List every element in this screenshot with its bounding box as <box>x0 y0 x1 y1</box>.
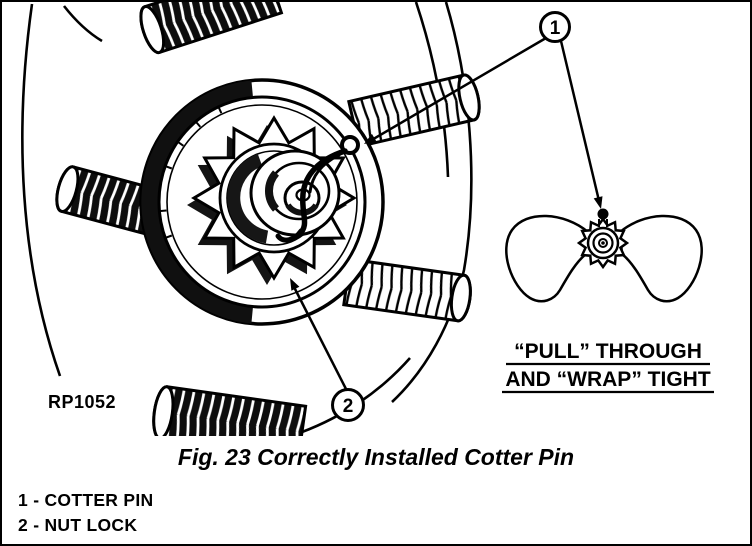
stud-end-cap <box>55 165 80 213</box>
stud-end-cap <box>139 5 166 55</box>
pin-wrap-note: “PULL” THROUGH AND “WRAP” TIGHT <box>502 340 714 394</box>
callout-1: 1 <box>364 11 603 209</box>
arrowhead-to-cotter-pin <box>364 133 377 144</box>
legend-item-cotter-pin: 1 - COTTER PIN <box>18 490 154 510</box>
stud-end-cap <box>449 273 472 323</box>
figure-legend: 1 - COTTER PIN 2 - NUT LOCK <box>18 488 153 538</box>
part-code-label: RP1052 <box>48 392 116 412</box>
note-line-2: AND “WRAP” TIGHT <box>505 368 710 391</box>
flange-hatching <box>159 106 223 239</box>
callout-1-number: 1 <box>550 18 561 39</box>
callout-2-circle <box>331 388 365 422</box>
nut-lock-inner-shadow <box>227 153 269 244</box>
note-line-1: “PULL” THROUGH <box>514 340 702 363</box>
wheel-arc-left <box>21 3 62 377</box>
callout-1-circle <box>539 11 571 43</box>
hub-illustration: 1 2 RP1052 “PULL” THROUGH AND “WRAP” TIG… <box>21 2 714 436</box>
detail-pin-head <box>597 208 609 220</box>
pin-wrap-detail <box>505 208 703 303</box>
cotter-pin-hook <box>275 228 304 243</box>
wheel-arc-top-left <box>62 5 103 43</box>
flange-shadow-crescent <box>141 80 254 324</box>
wheel-stud-top-right <box>347 73 481 149</box>
pin-wing-left <box>505 214 590 303</box>
stud-end-cap <box>152 385 175 436</box>
pin-wing-right <box>618 214 703 303</box>
arrowhead-to-nut-lock <box>290 278 300 291</box>
figure-caption: Fig. 23 Correctly Installed Cotter Pin <box>177 444 575 470</box>
wheel-stud-bottom-edge <box>152 385 308 436</box>
cotter-pin <box>275 135 360 243</box>
callout-2: 2 <box>290 278 365 422</box>
legend-item-nut-lock: 2 - NUT LOCK <box>18 515 138 535</box>
wheel-arc-right-outer <box>391 2 473 403</box>
wheel-stud-top-edge <box>139 2 284 55</box>
wheel-stud-right <box>342 257 472 323</box>
arrowhead-to-detail <box>593 196 603 209</box>
callout-2-number: 2 <box>343 396 354 417</box>
